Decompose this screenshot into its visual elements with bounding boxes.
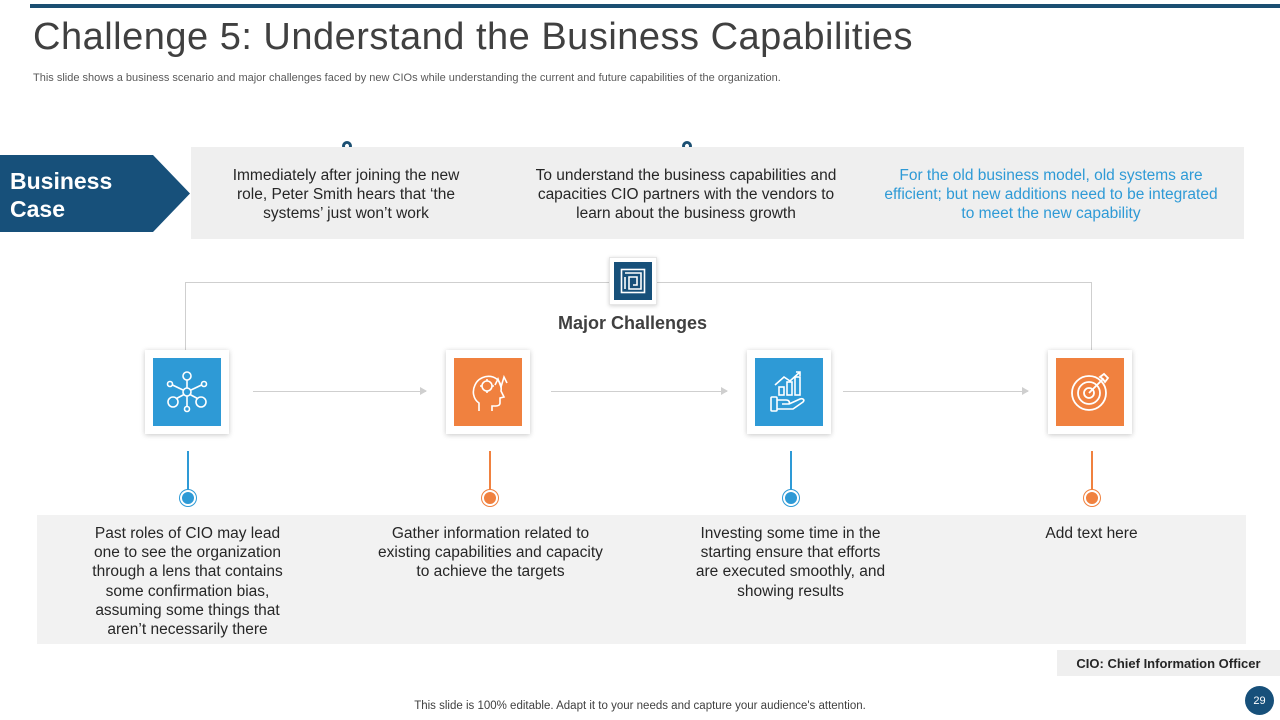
connector-stem [1091,451,1093,493]
business-case-label-line2: Case [10,196,65,222]
challenge-1-text: Past roles of CIO may lead one to see th… [92,525,283,639]
connector-stem [489,451,491,493]
challenge-4-icon-card [1048,350,1132,434]
flow-arrow [551,387,728,395]
footer-text: This slide is 100% editable. Adapt it to… [414,700,866,712]
network-people-icon [153,358,221,426]
connector-dot [783,490,799,506]
challenge-1-icon-card [145,350,229,434]
business-case-panel: Immediately after joining the new role, … [191,147,1244,239]
business-case-item-1: Immediately after joining the new role, … [232,167,460,222]
center-icon-card [609,257,657,305]
connector-dot [482,490,498,506]
challenge-3-text: Investing some time in the starting ensu… [695,525,886,600]
abbreviation-note: CIO: Chief Information Officer [1057,650,1280,676]
page-title: Challenge 5: Understand the Business Cap… [33,16,914,58]
business-case-item-3: For the old business model, old systems … [884,167,1218,222]
business-case-label-line1: Business [10,168,113,194]
connector-dot [180,490,196,506]
challenges-panel [37,515,1246,644]
challenge-2-icon-card [446,350,530,434]
target-icon [1056,358,1124,426]
challenge-2-text: Gather information related to existing c… [378,525,603,581]
maze-icon [614,262,652,300]
page-number: 29 [1245,686,1274,715]
connector-stem [187,451,189,493]
challenge-3-icon-card [747,350,831,434]
connector-dot [1084,490,1100,506]
head-thinking-icon [454,358,522,426]
top-rule [30,4,1280,8]
flow-arrow [843,387,1029,395]
flow-arrow [253,387,427,395]
challenge-4-text: Add text here [1045,525,1138,542]
hand-growth-icon [755,358,823,426]
page-subtitle: This slide shows a business scenario and… [33,72,781,84]
connector-stem [790,451,792,493]
major-challenges-label: Major Challenges [557,313,708,333]
business-case-item-2: To understand the business capabilities … [535,167,837,222]
